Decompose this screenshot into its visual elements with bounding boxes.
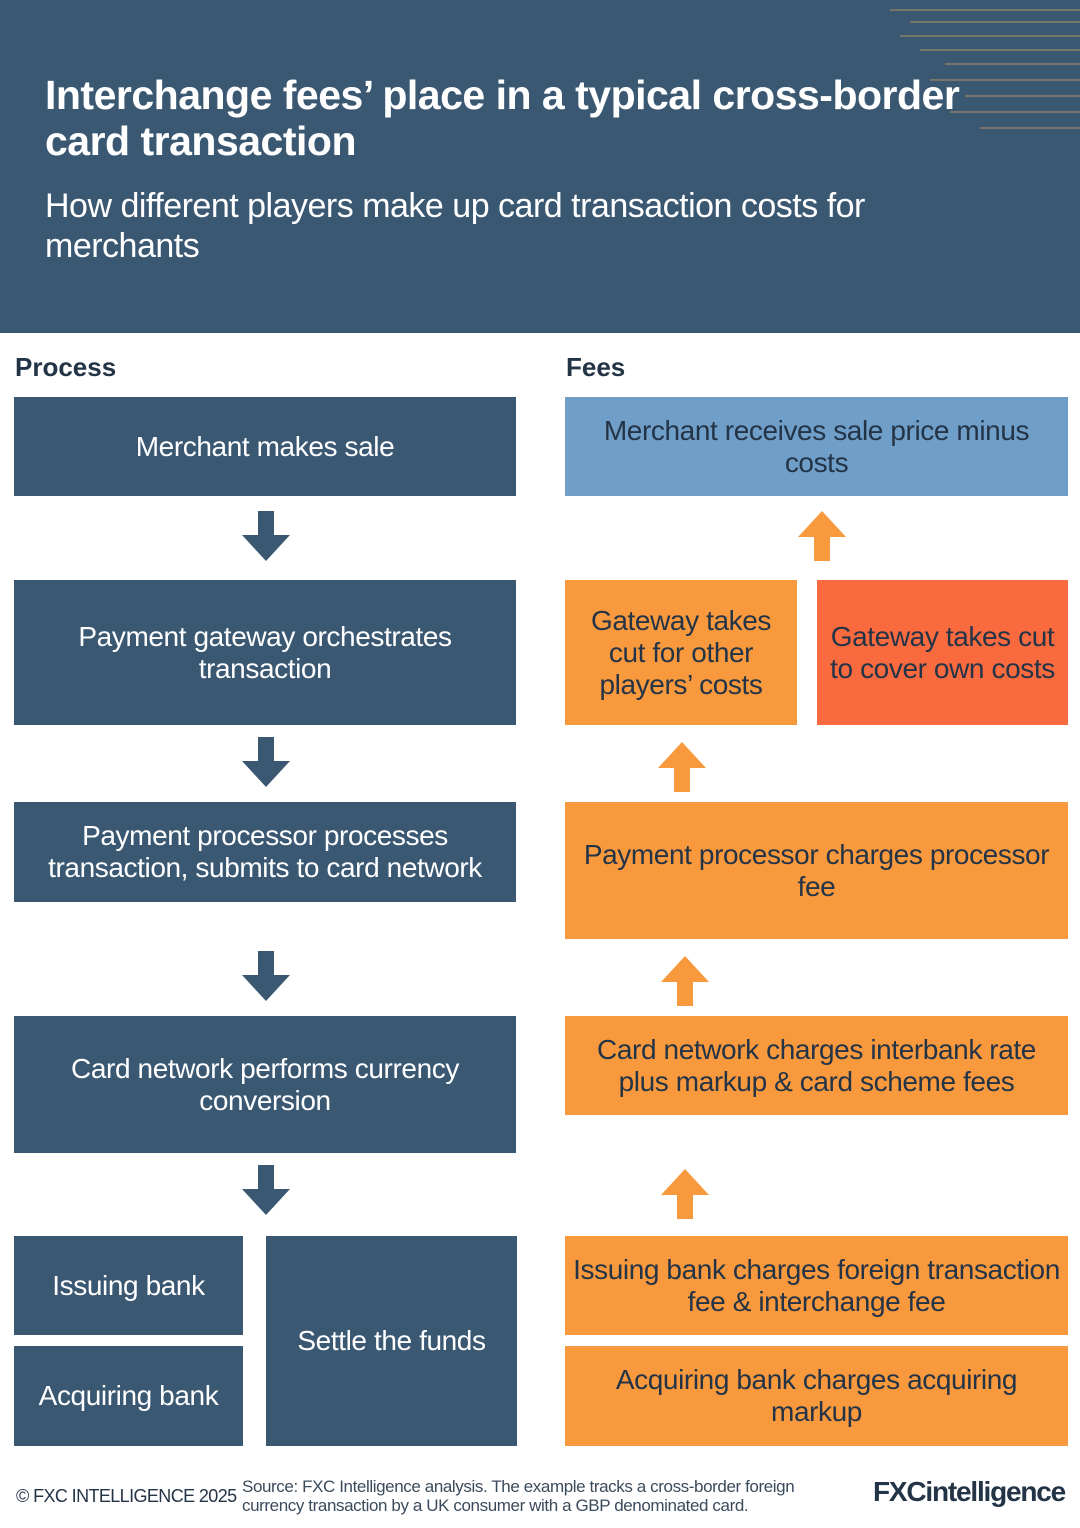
fee-card-network: Card network charges interbank rate plus… bbox=[565, 1016, 1068, 1115]
arrow-down-icon bbox=[242, 1165, 290, 1215]
page-title: Interchange fees’ place in a typical cro… bbox=[45, 72, 960, 164]
process-settle-funds: Settle the funds bbox=[266, 1236, 517, 1446]
process-step-payment-processor: Payment processor processes transaction,… bbox=[14, 802, 516, 902]
fee-issuing-bank: Issuing bank charges foreign transaction… bbox=[565, 1236, 1068, 1335]
page-subtitle: How different players make up card trans… bbox=[45, 187, 865, 265]
fee-gateway-other-costs: Gateway takes cut for other players’ cos… bbox=[565, 580, 797, 725]
header-banner: Interchange fees’ place in a typical cro… bbox=[0, 0, 1080, 333]
fees-section-label: Fees bbox=[566, 352, 626, 382]
arrow-up-icon bbox=[661, 956, 709, 1006]
process-issuing-bank: Issuing bank bbox=[14, 1236, 243, 1335]
arrow-down-icon bbox=[242, 511, 290, 561]
fee-processor: Payment processor charges processor fee bbox=[565, 802, 1068, 939]
arrow-down-icon bbox=[242, 951, 290, 1001]
source-note: Source: FXC Intelligence analysis. The e… bbox=[242, 1477, 795, 1515]
decorative-lines bbox=[890, 9, 1080, 129]
fee-merchant-receives: Merchant receives sale price minus costs bbox=[565, 397, 1068, 496]
arrow-down-icon bbox=[242, 737, 290, 787]
process-step-merchant-sale: Merchant makes sale bbox=[14, 397, 516, 496]
arrow-up-icon bbox=[661, 1169, 709, 1219]
process-section-label: Process bbox=[15, 352, 117, 382]
copyright-text: © FXC INTELLIGENCE 2025 bbox=[16, 1486, 237, 1506]
fxc-intelligence-logo: FXCintelligence bbox=[873, 1476, 1066, 1507]
fee-gateway-own-costs: Gateway takes cut to cover own costs bbox=[817, 580, 1068, 725]
arrow-up-icon bbox=[798, 511, 846, 561]
process-step-payment-gateway: Payment gateway orchestrates transaction bbox=[14, 580, 516, 725]
process-acquiring-bank: Acquiring bank bbox=[14, 1346, 243, 1446]
arrow-up-icon bbox=[658, 742, 706, 792]
process-step-card-network: Card network performs currency conversio… bbox=[14, 1016, 516, 1153]
fee-acquiring-bank: Acquiring bank charges acquiring markup bbox=[565, 1346, 1068, 1446]
